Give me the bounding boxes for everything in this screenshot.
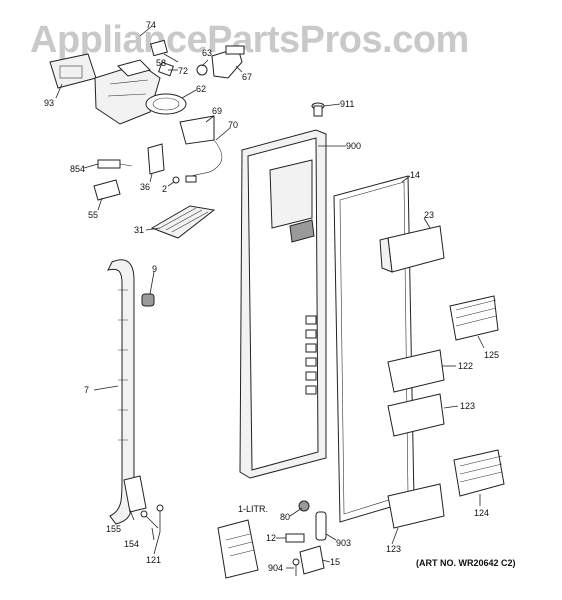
endcap-155 xyxy=(123,475,147,513)
bracket-12 xyxy=(285,533,305,543)
callout-15: 15 xyxy=(330,557,340,567)
dispenser-housing xyxy=(94,59,161,125)
screw-904 xyxy=(292,558,300,576)
callout-911: 911 xyxy=(340,99,354,109)
callout-903: 903 xyxy=(336,538,351,548)
callout-7: 7 xyxy=(84,385,89,395)
connector-854 xyxy=(97,159,133,169)
callout-62: 62 xyxy=(196,84,206,94)
door-handle xyxy=(107,259,135,525)
callout-69: 69 xyxy=(212,106,222,116)
bracket-67 xyxy=(211,45,245,79)
callout-121: 121 xyxy=(146,555,161,565)
callout-123-upper: 123 xyxy=(460,401,475,411)
watermark: AppliancePartsPros.com xyxy=(30,19,469,61)
wire-harness-70 xyxy=(185,139,223,183)
door-outer-panel xyxy=(239,129,327,479)
solenoid-72 xyxy=(158,61,174,77)
callout-labels: 74 58 93 72 63 67 62 69 70 911 900 854 3… xyxy=(44,20,499,573)
callout-854: 854 xyxy=(70,164,85,174)
callout-36: 36 xyxy=(140,182,150,192)
callout-58: 58 xyxy=(156,58,166,68)
callout-67: 67 xyxy=(242,72,252,82)
leader-lines xyxy=(55,25,485,569)
callout-154: 154 xyxy=(124,539,139,549)
shelf-124 xyxy=(453,449,505,497)
screw-2 xyxy=(172,176,180,184)
callout-31: 31 xyxy=(134,225,144,235)
art-number: (ART NO. WR20642 C2) xyxy=(416,558,516,568)
callout-14: 14 xyxy=(410,170,420,180)
screw-154 xyxy=(140,510,159,529)
filter-903 xyxy=(315,511,327,541)
owners-manual xyxy=(217,519,259,579)
button-9 xyxy=(141,293,155,307)
callout-12: 12 xyxy=(266,533,276,543)
door-bin-122 xyxy=(387,349,445,393)
screw-121 xyxy=(156,504,164,532)
callout-70: 70 xyxy=(228,120,238,130)
manual-label: 1-LITR. xyxy=(238,504,268,514)
callout-23: 23 xyxy=(424,210,434,220)
callout-93: 93 xyxy=(44,98,54,108)
callout-900: 900 xyxy=(346,141,361,151)
ring-62 xyxy=(145,93,187,115)
callout-72: 72 xyxy=(178,66,188,76)
bracket-55 xyxy=(93,179,121,201)
door-gasket xyxy=(333,175,415,523)
bracket-36 xyxy=(147,143,165,175)
callout-55: 55 xyxy=(88,210,98,220)
callout-123-lower: 123 xyxy=(386,544,401,554)
callout-155: 155 xyxy=(106,524,121,534)
door-bin-123-upper xyxy=(387,393,445,437)
callout-125: 125 xyxy=(484,350,499,360)
callout-124: 124 xyxy=(474,508,489,518)
callout-122: 122 xyxy=(458,361,473,371)
callout-63: 63 xyxy=(202,48,212,58)
callout-2: 2 xyxy=(162,184,167,194)
spring-63 xyxy=(196,64,208,76)
cap-80 xyxy=(298,500,310,512)
cap-911 xyxy=(311,102,325,117)
shelf-125 xyxy=(449,295,499,341)
callout-904: 904 xyxy=(268,563,283,573)
door-bin-23 xyxy=(379,225,445,273)
door-bin-123-lower xyxy=(387,483,445,529)
switch-58 xyxy=(150,39,168,57)
callout-74: 74 xyxy=(146,20,156,30)
callout-9: 9 xyxy=(152,264,157,274)
cover-15 xyxy=(299,545,325,575)
grille-31 xyxy=(150,205,216,239)
callout-80: 80 xyxy=(280,512,290,522)
